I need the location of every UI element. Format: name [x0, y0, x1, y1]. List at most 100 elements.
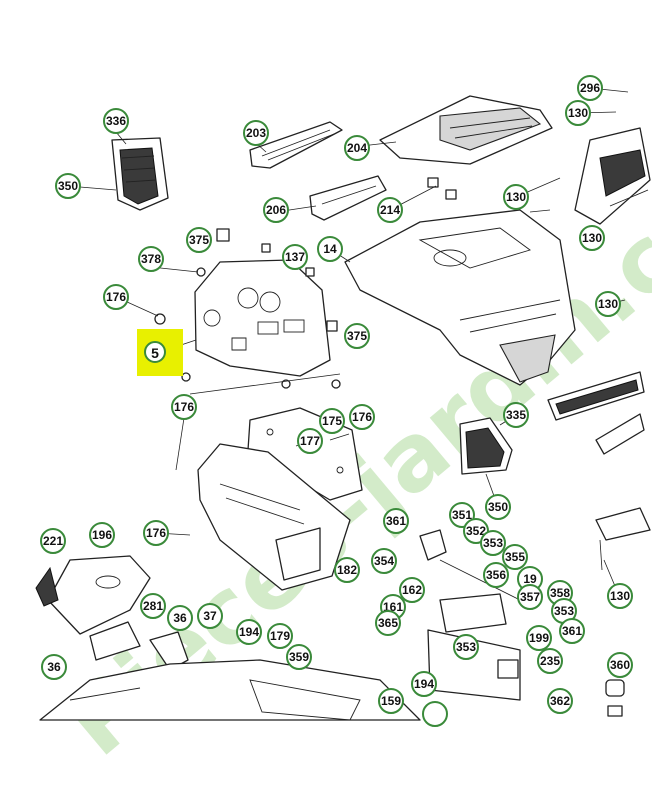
callout: 194 [411, 671, 437, 697]
svg-text:362: 362 [550, 694, 570, 708]
callout: 203 [243, 120, 269, 146]
callout: 378 [138, 246, 164, 272]
svg-text:130: 130 [582, 231, 602, 245]
callout: 335 [503, 402, 529, 428]
callout: 176 [171, 394, 197, 420]
svg-text:19: 19 [523, 572, 537, 586]
svg-text:360: 360 [610, 658, 630, 672]
svg-text:137: 137 [285, 250, 305, 264]
svg-text:235: 235 [540, 654, 560, 668]
callout: 362 [547, 688, 573, 714]
svg-text:36: 36 [173, 611, 187, 625]
callout: 130 [595, 291, 621, 317]
callout: 130 [607, 583, 633, 609]
svg-text:182: 182 [337, 563, 357, 577]
svg-text:359: 359 [289, 650, 309, 664]
callout: 356 [483, 562, 509, 588]
callout: 130 [503, 184, 529, 210]
svg-text:14: 14 [323, 242, 337, 256]
callout: 350 [485, 494, 511, 520]
callout: 206 [263, 197, 289, 223]
part-203 [249, 121, 343, 169]
part-actuator [419, 529, 521, 701]
callout: 130 [579, 225, 605, 251]
svg-text:214: 214 [380, 203, 400, 217]
callout: 350 [55, 173, 81, 199]
part-196 [35, 555, 151, 635]
svg-text:204: 204 [347, 141, 367, 155]
callout: 214 [377, 197, 403, 223]
callout: 353 [453, 634, 479, 660]
svg-text:176: 176 [146, 526, 166, 540]
svg-text:130: 130 [506, 190, 526, 204]
callout: 375 [186, 227, 212, 253]
svg-text:130: 130 [568, 106, 588, 120]
svg-text:350: 350 [58, 179, 78, 193]
callout: 354 [371, 548, 397, 574]
svg-text:353: 353 [456, 640, 476, 654]
callout: 353 [480, 530, 506, 556]
callout: 357 [517, 584, 543, 610]
callout: 296 [577, 75, 603, 101]
part-front-grille [547, 371, 645, 455]
part-161 [89, 621, 189, 671]
svg-text:361: 361 [562, 624, 582, 638]
callout: 281 [140, 593, 166, 619]
callout: 176 [349, 404, 375, 430]
callout: 14 [317, 236, 343, 262]
svg-text:296: 296 [580, 81, 600, 95]
callout: 235 [537, 648, 563, 674]
callout: 353 [551, 598, 577, 624]
svg-text:203: 203 [246, 126, 266, 140]
svg-text:176: 176 [106, 290, 126, 304]
part-14 [344, 209, 576, 386]
callout: 336 [103, 108, 129, 134]
svg-text:357: 357 [520, 590, 540, 604]
callout: 36 [41, 654, 67, 680]
svg-text:206: 206 [266, 203, 286, 217]
callout: 360 [607, 652, 633, 678]
callout: 159 [378, 688, 404, 714]
callout: 199 [526, 625, 552, 651]
callout: 221 [40, 528, 66, 554]
svg-text:354: 354 [374, 554, 394, 568]
svg-text:194: 194 [414, 677, 434, 691]
callout: 361 [559, 618, 585, 644]
callout [422, 701, 448, 727]
svg-text:176: 176 [174, 400, 194, 414]
svg-text:351: 351 [452, 508, 472, 522]
svg-text:375: 375 [347, 329, 367, 343]
svg-text:353: 353 [483, 536, 503, 550]
svg-text:281: 281 [143, 599, 163, 613]
svg-text:378: 378 [141, 252, 161, 266]
svg-text:177: 177 [300, 434, 320, 448]
svg-text:176: 176 [352, 410, 372, 424]
svg-text:350: 350 [488, 500, 508, 514]
callout: 162 [399, 577, 425, 603]
svg-text:159: 159 [381, 694, 401, 708]
callout: 194 [236, 619, 262, 645]
callout: 19 [517, 566, 543, 592]
part-206 [309, 175, 387, 221]
callout: 179 [267, 623, 293, 649]
part-lower-console [197, 443, 351, 591]
callout: 182 [334, 557, 360, 583]
part-336 [111, 137, 169, 211]
part-335 [459, 417, 513, 475]
svg-text:361: 361 [386, 514, 406, 528]
svg-text:375: 375 [189, 233, 209, 247]
part-5 [194, 259, 331, 377]
svg-text:335: 335 [506, 408, 526, 422]
svg-text:194: 194 [239, 625, 259, 639]
part-235 [595, 507, 651, 717]
callout: 177 [297, 428, 323, 454]
callout: 204 [344, 135, 370, 161]
svg-text:199: 199 [529, 631, 549, 645]
callout: 176 [103, 284, 129, 310]
svg-text:130: 130 [610, 589, 630, 603]
callout: 36 [167, 605, 193, 631]
callout: 375 [344, 323, 370, 349]
svg-text:175: 175 [322, 414, 342, 428]
svg-text:196: 196 [92, 528, 112, 542]
